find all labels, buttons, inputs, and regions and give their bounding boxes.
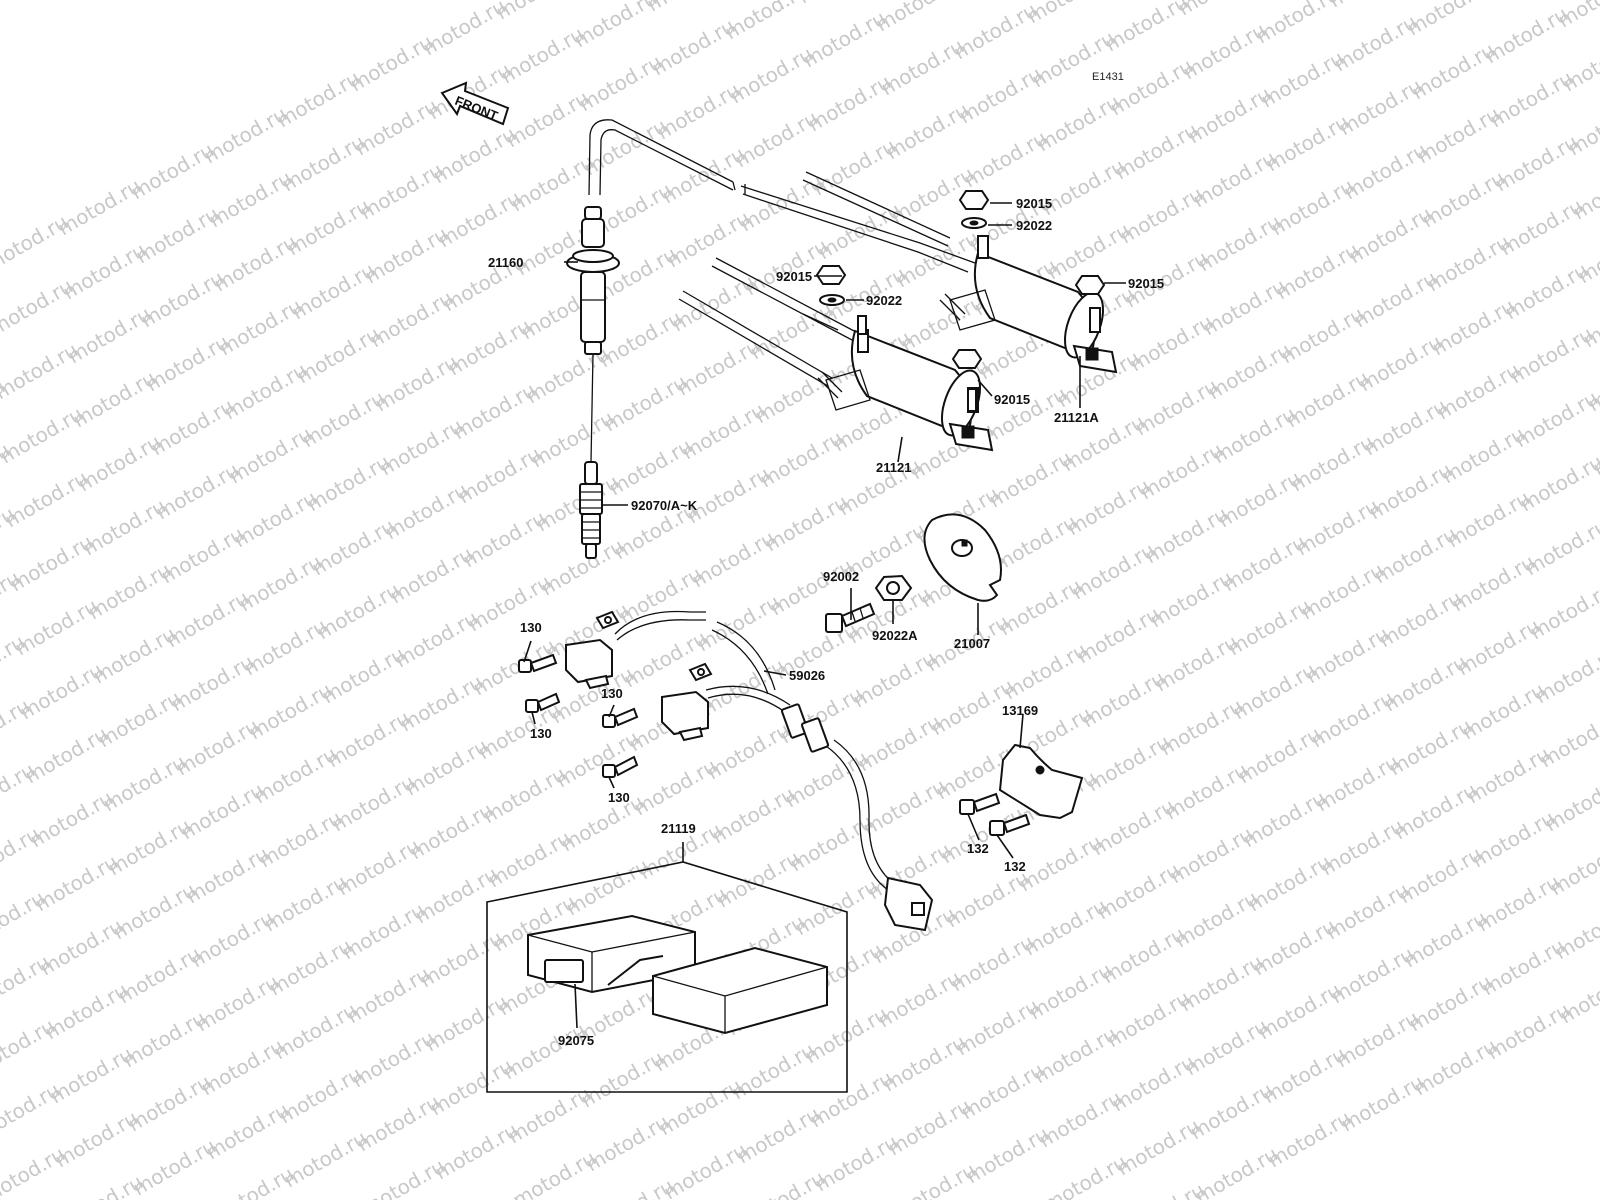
label-pickup-bolt-3: 130 <box>601 686 623 701</box>
pickup-coil-lower <box>661 662 713 742</box>
pickup-coil-upper <box>565 610 620 690</box>
label-bracket-bolt-2: 132 <box>1004 859 1026 874</box>
watermark-text: motod.ru <box>1536 706 1600 773</box>
spark-plug <box>579 461 603 559</box>
diagram-code: E1431 <box>1092 71 1124 83</box>
watermark-text: motod.ru <box>1531 642 1600 709</box>
watermark-text: motod.ru <box>492 0 583 24</box>
watermark-text: motod.ru <box>1403 0 1494 40</box>
watermark-text: motod.ru <box>1556 962 1600 1029</box>
ignition-coil-left <box>817 329 994 452</box>
timing-bolt <box>825 574 913 633</box>
watermark-text: motod.ru <box>1476 0 1567 4</box>
label-coil-left: 21121 <box>876 460 911 475</box>
label-wiring: 59026 <box>789 668 825 683</box>
label-washer-left: 92022 <box>866 293 902 308</box>
igniter-set <box>486 861 848 1093</box>
watermark-text: motod.ru <box>1516 450 1600 517</box>
timing-plate <box>923 513 1002 602</box>
watermark-text: motod.ru <box>794 0 885 8</box>
label-pickup-bolt-1: 130 <box>520 620 542 635</box>
label-nut-left: 92015 <box>776 269 812 284</box>
label-spark-plug-cap: 21160 <box>488 255 523 270</box>
coil-fasteners <box>815 190 1106 412</box>
watermark-text: motod.ru <box>1521 514 1600 581</box>
label-igniter-cover: 92075 <box>558 1033 594 1048</box>
watermark-text: motod.ru <box>1546 834 1600 901</box>
watermark-text: motod.ru <box>1541 770 1600 837</box>
label-nut-right: 92015 <box>1128 276 1164 291</box>
bracket <box>959 743 1084 836</box>
watermark-text: motod.ru <box>1526 578 1600 645</box>
watermark-text: motod.ru <box>1551 898 1600 965</box>
watermark-text: motod.ru <box>643 0 734 16</box>
watermark-text: motod.ru <box>1252 0 1343 48</box>
watermark-text: motod.ru <box>1325 0 1416 12</box>
label-bracket-bolt-1: 132 <box>967 841 989 856</box>
label-timing-plate: 21007 <box>954 636 990 651</box>
watermark-text: motod.ru <box>721 0 812 44</box>
watermark-text: motod.ru <box>570 0 661 52</box>
pickup-bolts <box>518 653 639 778</box>
watermark-text: motod.ru <box>1564 94 1600 161</box>
label-washer-timing: 92022A <box>872 628 918 643</box>
watermark-text: motod.ru <box>1174 0 1265 20</box>
watermark-text: motod.ru <box>872 0 963 36</box>
label-pickup-bolt-4: 130 <box>608 790 630 805</box>
label-spark-plug: 92070/A~K <box>631 498 698 513</box>
spark-plug-cap <box>566 206 620 355</box>
part-labels: 21160 92070/A~K 92015 92022 92015 92022 … <box>488 196 1164 1048</box>
ignition-coil-right <box>939 235 1118 374</box>
label-pickup-bolt-2: 130 <box>530 726 552 741</box>
watermark-text: motod.ru <box>1023 0 1114 28</box>
label-nut-top: 92015 <box>1016 196 1052 211</box>
label-nut-lower: 92015 <box>994 392 1030 407</box>
label-washer-top: 92022 <box>1016 218 1052 233</box>
coil-leads <box>678 171 951 387</box>
wiring-harness <box>614 610 934 932</box>
watermark-text: motod.ru <box>1559 30 1600 97</box>
label-igniter-set: 21119 <box>661 821 696 836</box>
label-bolt-timing: 92002 <box>823 569 859 584</box>
label-coil-right: 21121A <box>1054 410 1099 425</box>
leader-lines <box>523 202 1126 1029</box>
ht-lead <box>588 119 976 273</box>
label-bracket: 13169 <box>1002 703 1038 718</box>
